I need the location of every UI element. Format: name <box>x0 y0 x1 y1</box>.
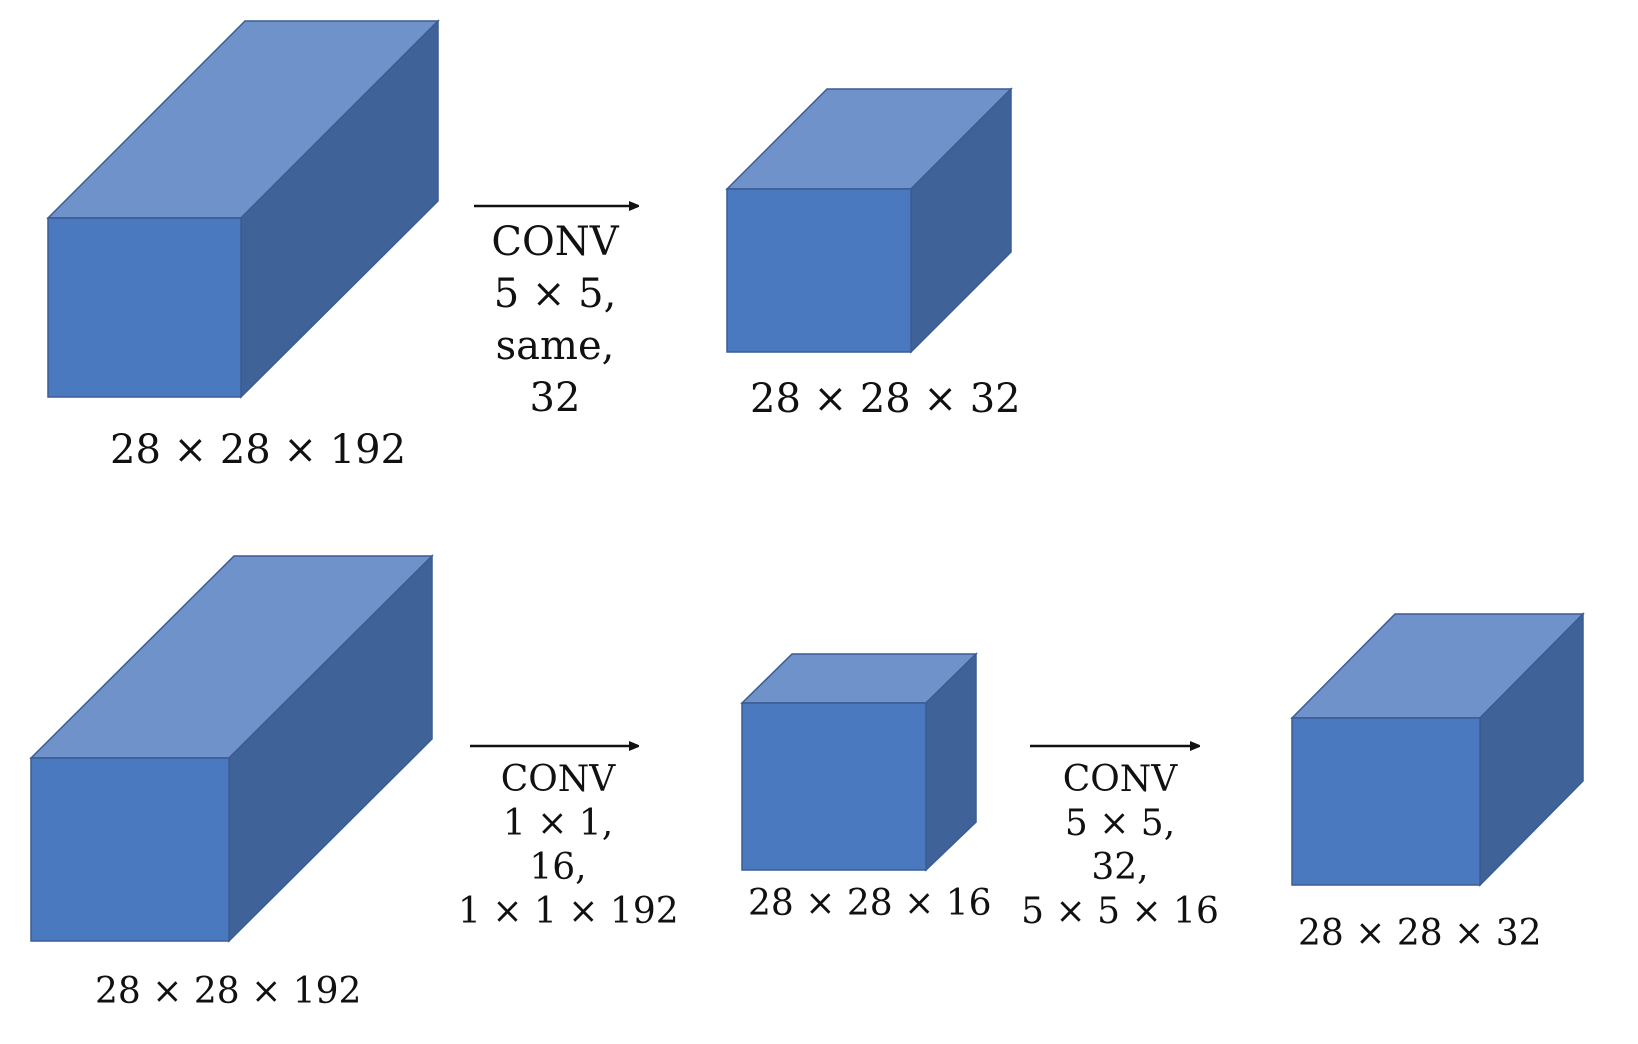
cuboid-front-face <box>726 188 912 353</box>
bottom-middle-volume <box>740 652 978 872</box>
conv-filter-count: 32 <box>529 375 581 421</box>
conv-op-name: CONV <box>1062 759 1178 800</box>
cuboid-front-face <box>30 757 230 942</box>
bottom-input-volume <box>29 554 434 943</box>
top-output-dimensions: 28 × 28 × 32 <box>750 376 1021 422</box>
conv-filter-size: 5 × 5, <box>493 271 617 317</box>
cuboid-front-face <box>741 702 927 871</box>
top-input-dimensions: 28 × 28 × 192 <box>110 427 407 473</box>
bottom-output-volume <box>1290 612 1585 887</box>
conv-filter-count: 16, <box>529 847 587 888</box>
cuboid-front-face <box>47 217 242 398</box>
bottom-conv-operation-1: CONV 1 × 1, 16, 1 × 1 × 192 <box>458 759 679 938</box>
bottom-input-dimensions: 28 × 28 × 192 <box>95 971 362 1012</box>
bottom-middle-dimensions: 28 × 28 × 16 <box>748 883 992 924</box>
conv-filter-shape: 5 × 5 × 16 <box>1021 891 1219 932</box>
bottom-conv-operation-2: CONV 5 × 5, 32, 5 × 5 × 16 <box>1020 762 1220 938</box>
conv-filter-count: 32, <box>1091 847 1149 888</box>
conv-padding: same, <box>495 323 615 369</box>
cuboid-front-face <box>1291 717 1481 886</box>
bottom-output-dimensions: 28 × 28 × 32 <box>1298 913 1542 954</box>
conv-op-name: CONV <box>500 759 616 800</box>
top-conv-operation: CONV 5 × 5, same, 32 <box>470 222 640 430</box>
conv-filter-size: 5 × 5, <box>1064 803 1176 844</box>
conv-filter-size: 1 × 1, <box>502 803 614 844</box>
conv-filter-shape: 1 × 1 × 192 <box>458 891 679 932</box>
top-output-volume <box>725 87 1013 354</box>
top-input-volume <box>46 19 440 399</box>
conv-op-name: CONV <box>491 219 619 265</box>
